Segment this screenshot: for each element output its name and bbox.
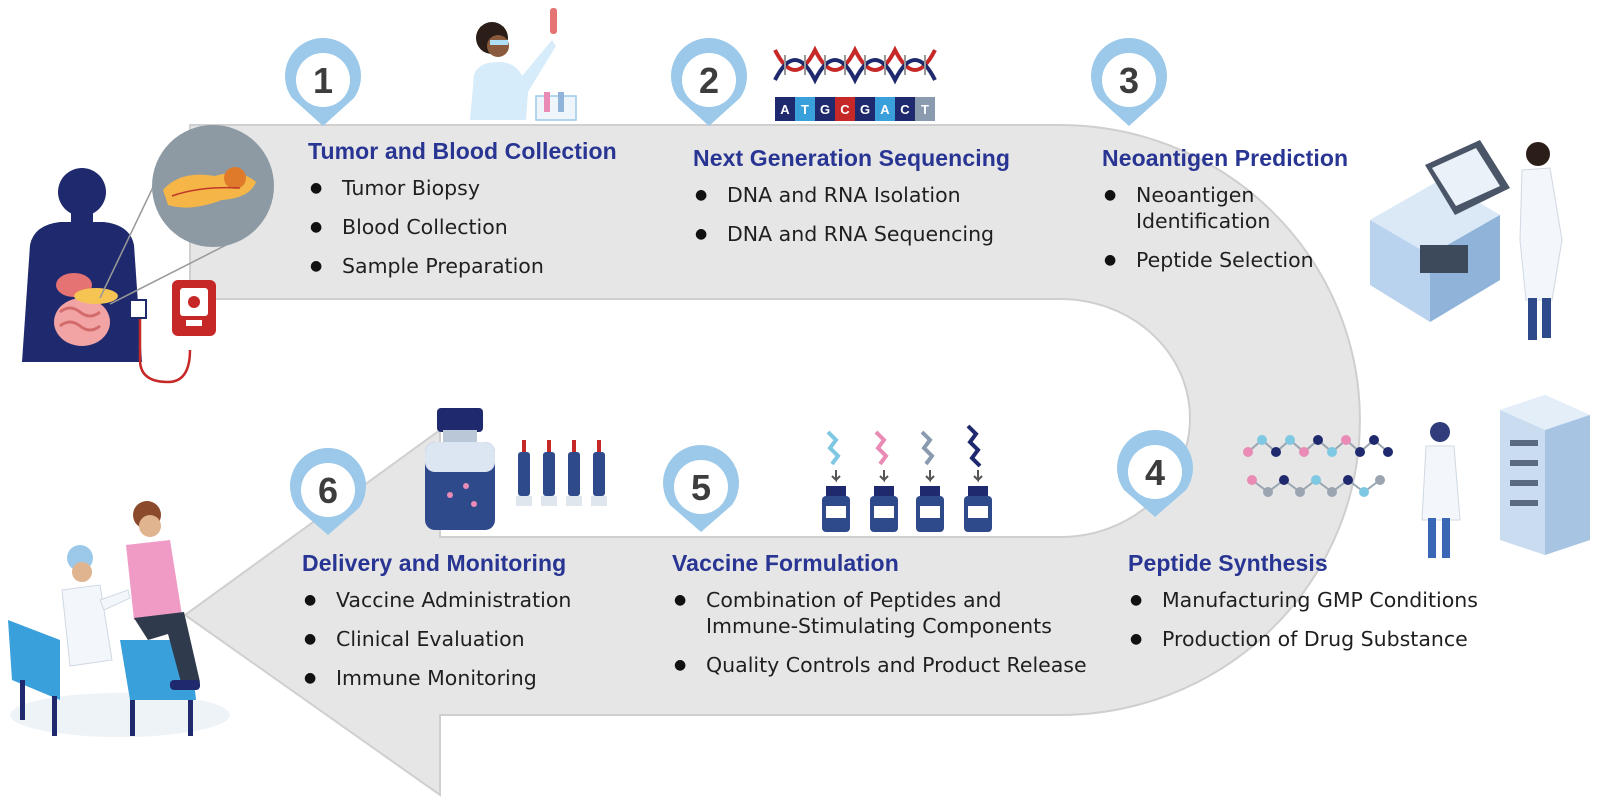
step-badge-1: 1 xyxy=(285,38,362,126)
list-item: Combination of Peptides and Immune-Stimu… xyxy=(672,587,1076,639)
list-item: Tumor Biopsy xyxy=(308,175,668,201)
dna-letter: C xyxy=(900,102,910,117)
dna-letter: G xyxy=(860,102,870,117)
svg-text:6: 6 xyxy=(318,470,338,511)
list-item: Manufacturing GMP Conditions xyxy=(1128,587,1528,613)
lab-machine-icon xyxy=(1370,140,1510,322)
step-6-block: Delivery and Monitoring Vaccine Administ… xyxy=(302,550,632,704)
list-item: Quality Controls and Product Release xyxy=(672,652,1112,678)
blood-bag-icon xyxy=(129,280,216,384)
svg-text:5: 5 xyxy=(691,467,711,508)
human-body-icon xyxy=(22,168,142,362)
step-badge-6: 6 xyxy=(290,448,367,535)
list-item: Neoantigen Identification xyxy=(1102,182,1286,234)
dna-letter: C xyxy=(840,102,850,117)
step-4-block: Peptide Synthesis Manufacturing GMP Cond… xyxy=(1128,550,1528,665)
dna-letter: T xyxy=(801,102,809,117)
technician-icon xyxy=(1519,142,1563,340)
list-item: Blood Collection xyxy=(308,214,668,240)
syringe-icon xyxy=(516,440,607,506)
step-5-block: Vaccine Formulation Combination of Pepti… xyxy=(672,550,1112,691)
list-item: Production of Drug Substance xyxy=(1128,626,1528,652)
step-list: Combination of Peptides and Immune-Stimu… xyxy=(672,587,1112,678)
step-list: Tumor Biopsy Blood Collection Sample Pre… xyxy=(308,175,668,279)
step-title: Delivery and Monitoring xyxy=(302,550,567,576)
step-badge-3: 3 xyxy=(1091,38,1167,126)
dna-letter: A xyxy=(780,102,790,117)
step-title: Peptide Synthesis xyxy=(1128,550,1328,576)
step-2-block: Next Generation Sequencing DNA and RNA I… xyxy=(693,145,1073,260)
list-item: DNA and RNA Isolation xyxy=(693,182,1073,208)
scientist-icon xyxy=(470,8,577,121)
synthesizer-icon xyxy=(1500,395,1590,555)
formulation-vials-icon xyxy=(822,424,992,532)
step-title: Tumor and Blood Collection xyxy=(308,138,617,164)
step-title: Vaccine Formulation xyxy=(672,550,899,576)
dna-helix-icon: A T G C G A C T xyxy=(773,45,937,121)
step-title: Next Generation Sequencing xyxy=(693,145,1010,171)
step-badge-2: 2 xyxy=(671,38,747,126)
patient-vaccination-icon xyxy=(8,501,230,737)
lab-scientist-icon xyxy=(1421,422,1461,558)
step-list: Manufacturing GMP Conditions Production … xyxy=(1128,587,1528,652)
svg-text:3: 3 xyxy=(1119,60,1139,101)
svg-text:1: 1 xyxy=(313,60,333,101)
step-1-block: Tumor and Blood Collection Tumor Biopsy … xyxy=(308,138,668,292)
dna-letter: A xyxy=(880,102,890,117)
step-list: Neoantigen Identification Peptide Select… xyxy=(1102,182,1382,273)
intestine-icon xyxy=(54,298,110,346)
list-item: DNA and RNA Sequencing xyxy=(693,221,1073,247)
step-badge-5: 5 xyxy=(663,445,739,532)
pancreas-icon xyxy=(99,125,274,305)
list-item: Vaccine Administration xyxy=(302,587,632,613)
list-item: Clinical Evaluation xyxy=(302,626,632,652)
list-item: Immune Monitoring xyxy=(302,665,632,691)
step-title: Neoantigen Prediction xyxy=(1102,145,1349,171)
dna-letter: G xyxy=(820,102,830,117)
peptide-chain-icon xyxy=(1243,435,1393,497)
step-3-block: Neoantigen Prediction Neoantigen Identif… xyxy=(1102,145,1382,286)
svg-text:2: 2 xyxy=(699,60,719,101)
step-list: Vaccine Administration Clinical Evaluati… xyxy=(302,587,632,691)
step-badge-4: 4 xyxy=(1117,430,1193,517)
step-list: DNA and RNA Isolation DNA and RNA Sequen… xyxy=(693,182,1073,247)
list-item: Peptide Selection xyxy=(1102,247,1382,273)
dna-sequence-bar: A T G C G A C T xyxy=(775,97,935,121)
dna-letter: T xyxy=(921,102,929,117)
svg-text:4: 4 xyxy=(1145,452,1165,493)
vial-icon xyxy=(425,408,495,530)
list-item: Sample Preparation xyxy=(308,253,668,279)
